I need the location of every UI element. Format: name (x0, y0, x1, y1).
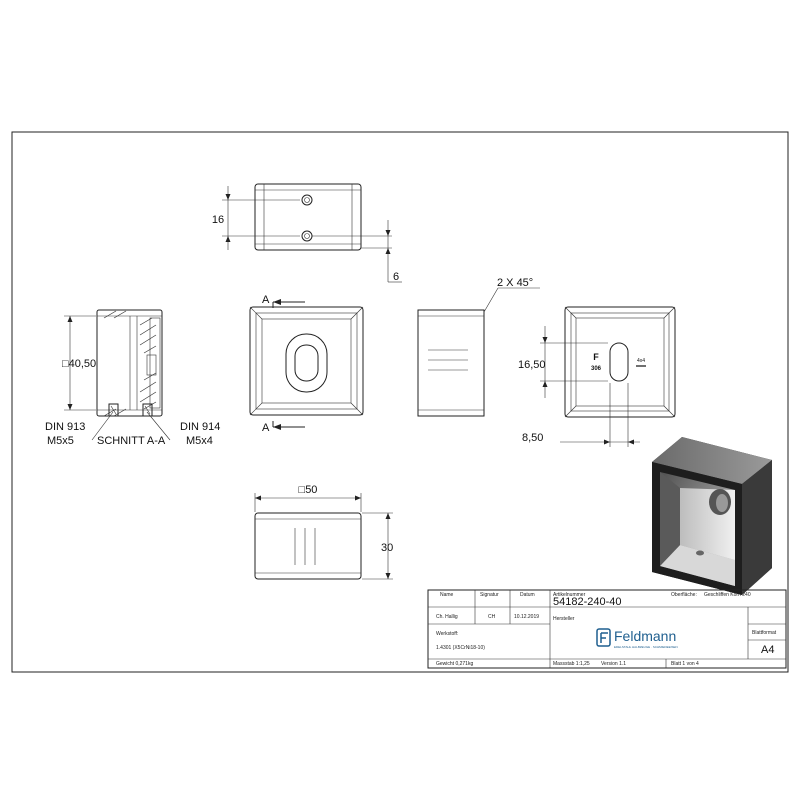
screw-right-size: M5x4 (186, 435, 213, 447)
dim-slot-width: 8,50 (522, 432, 543, 444)
hole-top (301, 194, 313, 206)
scale: Massstab 1:1,25 (553, 661, 590, 667)
section-hatching (103, 310, 157, 417)
dim-chamfer: 2 X 45° (497, 277, 533, 289)
manufacturer-label: Hersteller (553, 616, 575, 622)
version: Version 1.1 (601, 661, 626, 667)
name-value: Ch. Hallig (436, 614, 458, 620)
drawing-frame (11, 131, 789, 673)
col-article: Artikelnummer (553, 592, 586, 598)
logo-text: Feldmann (614, 628, 676, 644)
side-view: 2 X 45° (417, 277, 540, 417)
sheet-number: Blatt 1 von 4 (671, 661, 699, 667)
screw-din914 (142, 403, 153, 417)
screw-din913 (108, 403, 119, 417)
article-number: 54182-240-40 (553, 596, 622, 608)
dim-hole-spacing: 16 (212, 214, 224, 226)
dim-front-width: □50 (299, 484, 318, 496)
section-label: SCHNITT A-A (97, 435, 166, 447)
slot-outer (285, 333, 328, 393)
hole-bottom (301, 230, 313, 242)
slot-inner (294, 344, 319, 382)
section-view: □40,50 DIN 913 M5x5 SCHNITT A-A DIN 914 … (45, 309, 220, 447)
logo-subtext: EDELSTAHL HALBZEUGE · SCHMIEDEEISEN (614, 645, 678, 649)
date-value: 10.12.2019 (514, 614, 539, 620)
surface-value: Geschliffen Korn 240 (704, 592, 751, 598)
top-view: 16 6 (212, 183, 402, 283)
signature-value: CH (488, 614, 496, 620)
col-date: Datum (520, 592, 535, 598)
screw-left-size: M5x5 (47, 435, 74, 447)
weight: Gewicht 0,271kg (436, 661, 473, 667)
dim-top-offset: 6 (393, 271, 399, 283)
bottom-view: □50 30 (254, 484, 393, 580)
stamp-mark: 4x4 (637, 358, 645, 364)
front-view-slot: A A (249, 294, 364, 434)
dim-slot-height: 16,50 (518, 359, 546, 371)
back-slot (609, 342, 629, 382)
screw-left-name: DIN 913 (45, 421, 85, 433)
dim-front-height: 30 (381, 542, 393, 554)
screw-right-name: DIN 914 (180, 421, 220, 433)
format-label: Blattformat (752, 630, 777, 636)
stamp-letter: F (593, 352, 599, 362)
title-block: Name Signatur Datum Artikelnummer Oberfl… (427, 589, 787, 669)
isometric-render (652, 437, 772, 595)
feldmann-logo: Feldmann EDELSTAHL HALBZEUGE · SCHMIEDEE… (596, 628, 678, 649)
format-value: A4 (761, 644, 774, 656)
section-arrow-bottom: A (262, 422, 270, 434)
surface-label: Oberfläche: (671, 592, 697, 598)
material-value: 1.4301 (X5CrNi18-10) (436, 645, 485, 651)
render-hole (696, 550, 704, 556)
back-view: F 306 4x4 16,50 8,50 (518, 306, 676, 447)
dim-side-size: □40,50 (62, 358, 96, 370)
stamp-number: 306 (591, 366, 602, 372)
section-arrow-top: A (262, 294, 270, 306)
material-label: Werkstoff: (436, 631, 458, 637)
col-signature: Signatur (480, 592, 499, 598)
col-name: Name (440, 592, 454, 598)
